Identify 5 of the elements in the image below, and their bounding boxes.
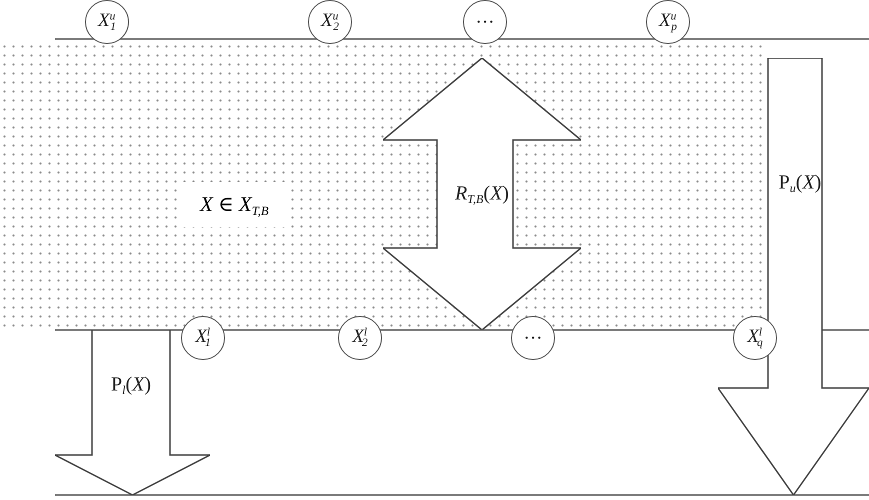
variable-circle: ··· [511,316,555,360]
arrow-label: P$_{l}$(X) [110,374,152,396]
arrow-label: R$_{T,B}$(X) [455,182,509,206]
arrow-label: P$_{u}$(X) [778,172,822,194]
variable-circle: ··· [463,0,507,44]
